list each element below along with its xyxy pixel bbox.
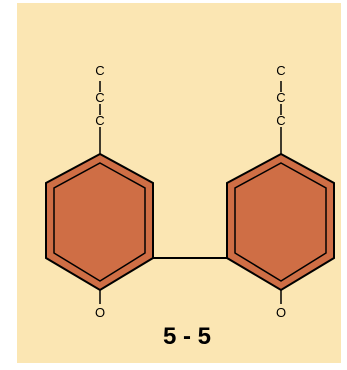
right-chain-atom-1: C: [276, 63, 285, 78]
left-chain-atom-3: C: [95, 113, 104, 128]
left-chain-atom-1: C: [95, 63, 104, 78]
left-ring-inner: [53, 162, 146, 282]
right-ring-inner: [234, 162, 327, 282]
biphenyl-structure: C C C C C C O O 5 - 5: [17, 3, 341, 363]
right-chain-atom-3: C: [276, 113, 285, 128]
left-oxygen-atom: O: [95, 305, 105, 320]
left-chain-atom-2: C: [95, 90, 104, 105]
right-chain-atom-2: C: [276, 90, 285, 105]
linkage-caption: 5 - 5: [163, 323, 211, 350]
right-oxygen-atom: O: [276, 305, 286, 320]
structure-diagram: C C C C C C O O 5 - 5: [17, 3, 341, 363]
